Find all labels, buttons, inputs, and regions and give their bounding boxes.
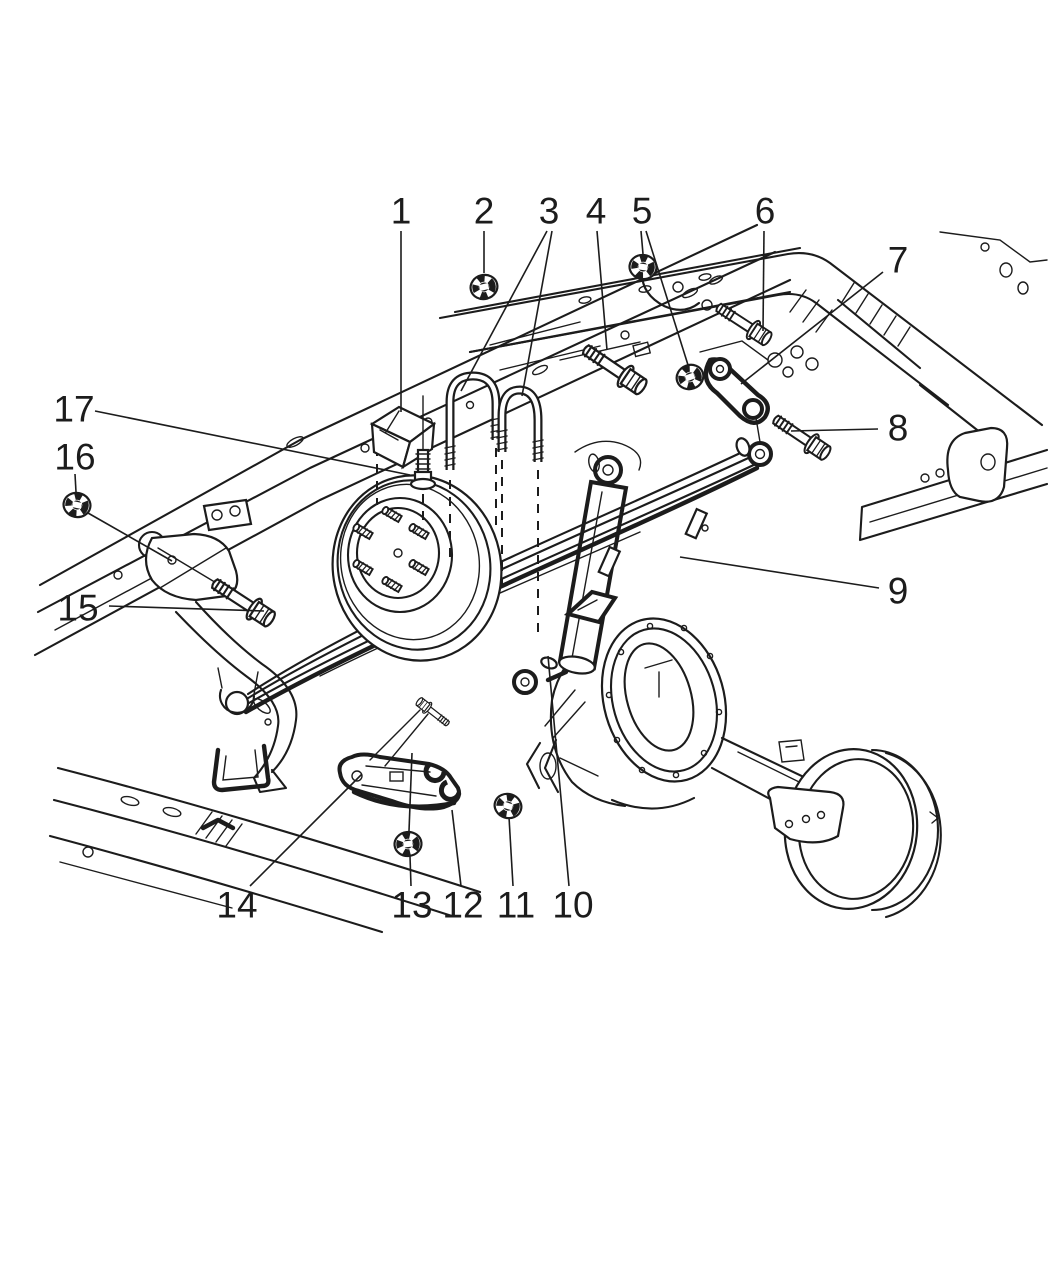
callout-label-13: 13: [391, 885, 432, 926]
leader-line-3: [460, 230, 548, 392]
leader-line-12: [451, 809, 462, 887]
callout-label-3: 3: [539, 191, 560, 232]
callout-label-17: 17: [53, 389, 94, 430]
nut-5b: [673, 361, 707, 393]
leader-line-3: [521, 230, 553, 397]
callout-leaders: [74, 230, 884, 887]
callout-label-15: 15: [57, 588, 98, 629]
callout-label-10: 10: [552, 885, 593, 926]
callout-label-5: 5: [632, 191, 653, 232]
leader-line-11: [508, 816, 514, 887]
bump-stop: [369, 405, 437, 470]
front-frame-rail-bottom: [48, 743, 482, 934]
bump-stop-bolt: [409, 395, 437, 491]
callout-label-7: 7: [888, 240, 909, 281]
callout-label-16: 16: [54, 437, 95, 478]
callout-label-1: 1: [391, 191, 412, 232]
leader-line-13: [409, 855, 412, 887]
leader-line-4: [596, 230, 608, 351]
callout-label-8: 8: [888, 408, 909, 449]
nut-13: [393, 831, 422, 858]
leader-line-6: [762, 230, 765, 332]
leader-line-8: [790, 428, 879, 432]
bolt-15: [205, 571, 280, 633]
frame-right-rail: [438, 231, 1048, 542]
callout-label-2: 2: [474, 191, 495, 232]
nut-16: [61, 490, 92, 519]
bolt-8: [767, 408, 836, 465]
leader-line-14: [249, 773, 363, 887]
leader-line-5: [640, 230, 644, 255]
nut-2: [468, 272, 500, 302]
front-spring-hanger: [144, 498, 298, 794]
leader-line-7: [740, 271, 884, 385]
leader-line-15: [108, 605, 265, 612]
leader-line-16: [87, 512, 173, 562]
leader-line-13: [408, 752, 413, 832]
leader-line-16: [74, 473, 77, 493]
leader-line-10: [547, 655, 570, 887]
shock-bracket-plate: [337, 694, 462, 811]
u-bolts: [376, 371, 544, 640]
callout-label-14: 14: [216, 885, 257, 926]
shock-absorber: [512, 453, 629, 695]
rear-axle-assembly: [525, 617, 942, 919]
leader-line-9: [679, 556, 880, 589]
callout-label-4: 4: [586, 191, 607, 232]
leader-line-17: [94, 410, 411, 476]
callout-label-11: 11: [497, 885, 535, 926]
shackle: [699, 340, 770, 443]
nut-11: [491, 790, 524, 821]
callout-label-6: 6: [755, 191, 776, 232]
callout-label-9: 9: [888, 571, 909, 612]
leader-line-5: [645, 230, 689, 366]
callout-label-12: 12: [442, 885, 483, 926]
brake-drum: [331, 474, 503, 662]
